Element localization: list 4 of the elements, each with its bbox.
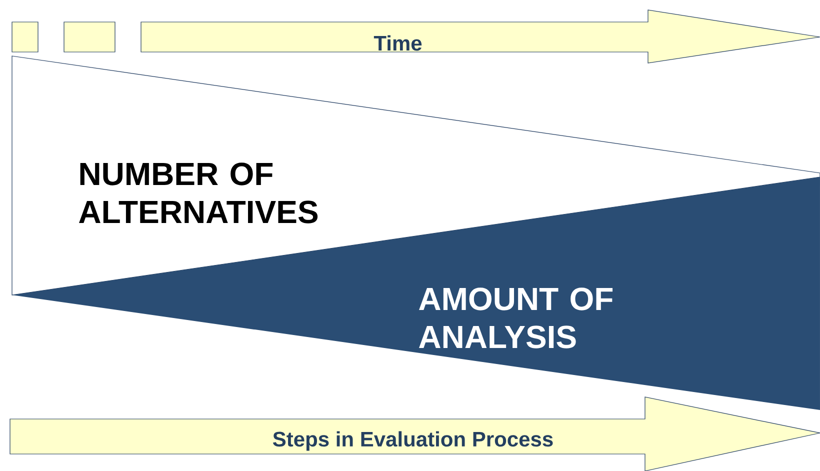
time-band: Time bbox=[140, 10, 820, 64]
empty-box bbox=[64, 22, 116, 52]
steps-band: Steps in Evaluation Process bbox=[10, 396, 820, 471]
empty-box bbox=[12, 22, 38, 52]
